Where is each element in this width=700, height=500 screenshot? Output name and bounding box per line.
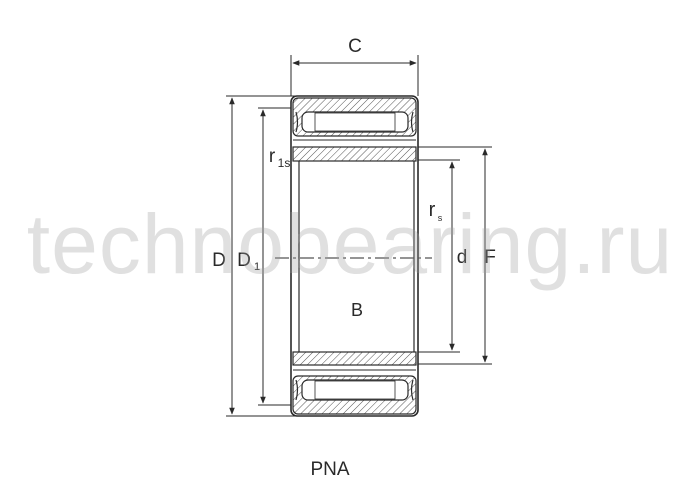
label-rs-subscript: s xyxy=(438,213,443,223)
label-d: d xyxy=(457,247,468,268)
bearing-body xyxy=(290,95,419,417)
label-D: D xyxy=(212,250,226,271)
label-r1s: r xyxy=(269,146,276,167)
label-C: C xyxy=(348,36,362,57)
label-F: F xyxy=(484,247,496,268)
label-rs: r xyxy=(429,199,436,221)
label-r1s-subscript: 1s xyxy=(278,156,291,170)
top-ring-section xyxy=(292,97,417,162)
label-D1-subscript: 1 xyxy=(254,261,260,273)
label-B: B xyxy=(351,300,363,320)
bottom-ring-section xyxy=(292,351,417,415)
label-D1: D xyxy=(237,250,251,271)
caption: PNA xyxy=(310,459,349,480)
